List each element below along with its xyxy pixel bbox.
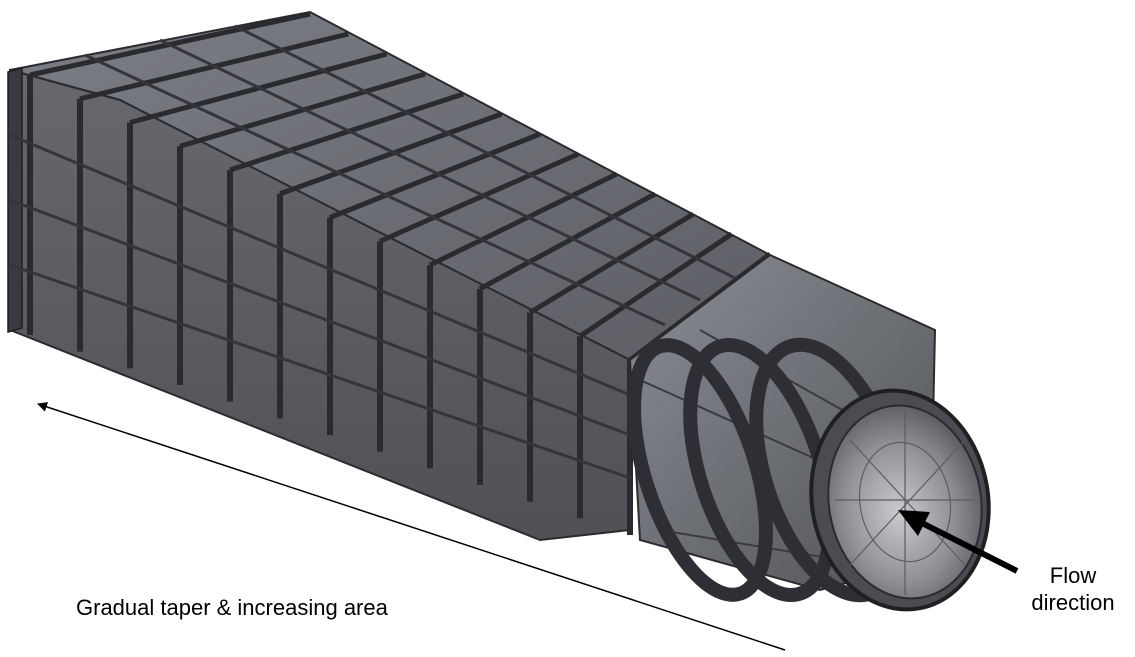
top-rib — [279, 111, 503, 197]
taper-arrow — [37, 402, 786, 651]
top-rib — [329, 131, 541, 220]
outlet-grid-lines — [835, 410, 975, 595]
top-rib — [528, 211, 695, 315]
flow-label-line1: Flow — [1049, 563, 1097, 588]
top-rib — [578, 231, 734, 339]
top-rib — [478, 191, 657, 291]
flow-label-line2: direction — [1031, 590, 1115, 615]
top-rib — [378, 151, 580, 244]
taper-label: Gradual taper & increasing area — [76, 595, 388, 620]
top-rib — [229, 91, 465, 173]
side-stringers — [9, 133, 631, 480]
top-rib — [428, 171, 618, 268]
flow-direction-label: Flow direction — [1023, 562, 1123, 616]
top-stringers — [84, 24, 736, 327]
outlet-opening — [809, 388, 991, 612]
flow-direction-arrow — [898, 510, 1019, 574]
